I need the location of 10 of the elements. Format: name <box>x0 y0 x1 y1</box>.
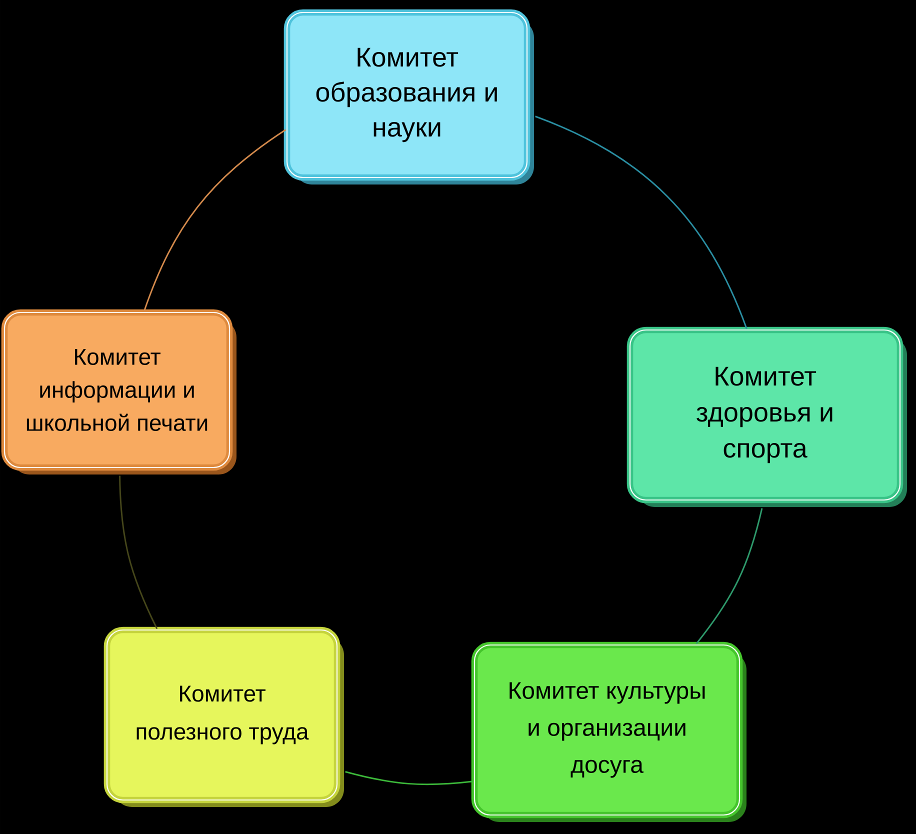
committee-box: Комитет информации и школьной печати <box>1 309 236 474</box>
committee-box: Комитет здоровья и спорта <box>626 326 907 507</box>
committee-box: Комитет полезного труда <box>104 626 344 807</box>
connector-arc <box>143 129 286 312</box>
committee-box: Комитет культуры и организации досуга <box>471 642 746 822</box>
committee-box: Комитет образования и науки <box>284 9 534 184</box>
connector-arc <box>535 116 748 329</box>
connector-arc <box>345 771 474 786</box>
connector-arc <box>119 476 158 630</box>
connector-arc <box>696 508 763 644</box>
